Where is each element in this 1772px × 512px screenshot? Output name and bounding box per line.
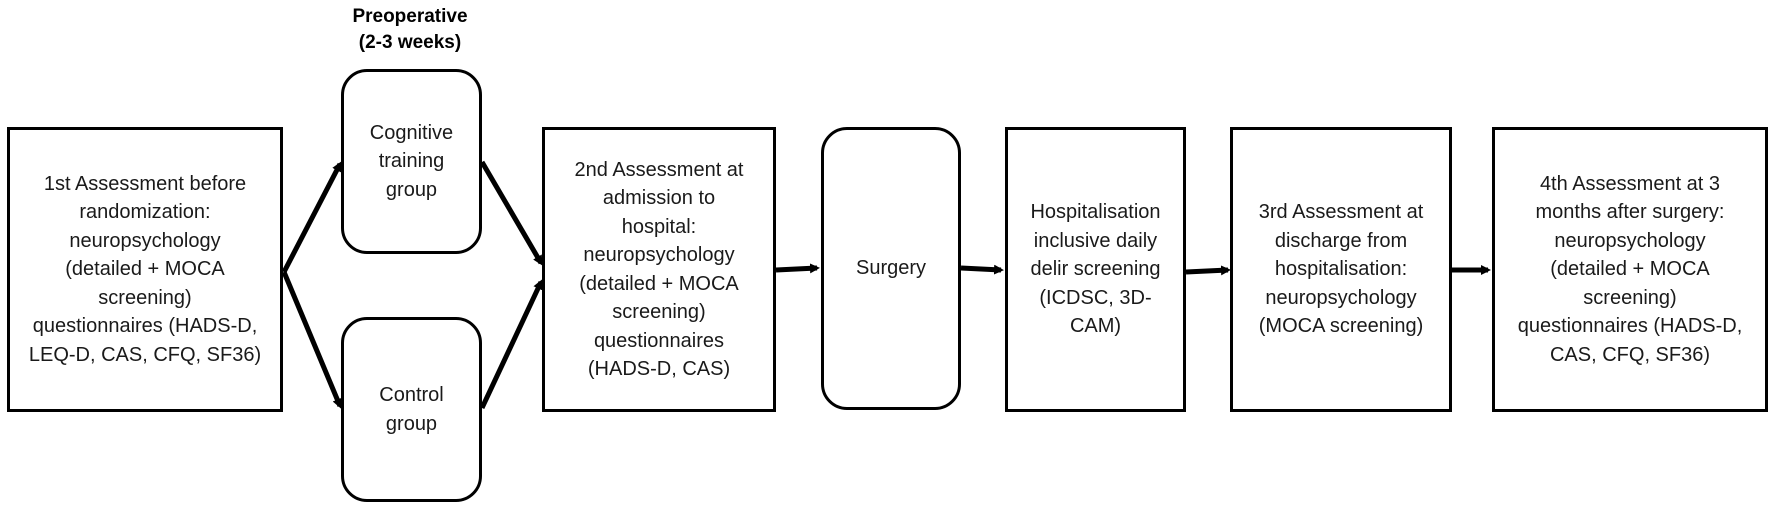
text-line: screening) bbox=[1583, 286, 1677, 309]
text-line: 3rd Assessment at bbox=[1258, 201, 1424, 224]
assessment-1-box: 1st Assessment before randomization: neuro… bbox=[7, 127, 283, 412]
text-line: questionnaires (HADS-D, bbox=[32, 315, 258, 338]
arrow-control-to-a2 bbox=[479, 279, 544, 410]
arrow-a1-to-cognitive bbox=[281, 161, 343, 274]
cognitive-training-group-box: Cognitive training group bbox=[341, 69, 482, 254]
text-line: training bbox=[378, 150, 445, 173]
text-line: group bbox=[385, 178, 438, 201]
hospitalisation-text: Hospitalisation inclusive daily delir scre… bbox=[1030, 198, 1160, 341]
text-line: Control bbox=[379, 384, 444, 406]
text-line: 4th Assessment at 3 bbox=[1539, 172, 1721, 195]
text-line: Hospitalisation bbox=[1030, 201, 1161, 224]
text-line: CAS, CFQ, SF36) bbox=[1549, 343, 1711, 366]
assessment-1-text: 1st Assessment before randomization: neuro… bbox=[29, 170, 261, 370]
assessment-2-box: 2nd Assessment at admission to hospital: ne… bbox=[542, 127, 776, 412]
text-line: hospital: bbox=[621, 215, 697, 238]
assessment-3-box: 3rd Assessment at discharge from hospitali… bbox=[1230, 127, 1452, 412]
text-line: (detailed + MOCA bbox=[65, 258, 225, 281]
arrow-a1-to-control bbox=[281, 271, 343, 409]
preoperative-label: Preoperative bbox=[352, 6, 468, 27]
text-line: (detailed + MOCA bbox=[579, 272, 739, 295]
assessment-2-text: 2nd Assessment at admission to hospital: ne… bbox=[575, 156, 744, 384]
text-line: (MOCA screening) bbox=[1258, 315, 1424, 338]
text-line: neuropsychology bbox=[69, 229, 221, 252]
text-line: screening) bbox=[612, 301, 706, 323]
text-line: 2nd Assessment at bbox=[574, 158, 744, 181]
text-line: discharge from bbox=[1274, 229, 1408, 252]
text-line: CAM) bbox=[1069, 315, 1122, 338]
text-line: group bbox=[385, 412, 438, 435]
preoperative-duration: (2-3 weeks) bbox=[358, 32, 462, 53]
text-line: hospitalisation: bbox=[1274, 258, 1408, 281]
text-line: Surgery bbox=[855, 257, 927, 280]
assessment-3-text: 3rd Assessment at discharge from hospitali… bbox=[1259, 198, 1424, 341]
arrow-hosp-to-a3 bbox=[1185, 265, 1231, 276]
assessment-4-text: 4th Assessment at 3 months after surgery:… bbox=[1518, 170, 1743, 370]
text-line: questionnaires bbox=[593, 329, 725, 352]
text-line: admission to bbox=[602, 187, 716, 209]
text-line: (ICDSC, 3D- bbox=[1039, 286, 1152, 309]
cognitive-training-text: Cognitive training group bbox=[370, 119, 453, 205]
text-line: LEQ-D, CAS, CFQ, SF36) bbox=[28, 343, 262, 366]
text-line: (detailed + MOCA bbox=[1550, 258, 1710, 281]
arrow-a2-to-surgery bbox=[775, 263, 820, 274]
text-line: months after surgery: bbox=[1535, 201, 1725, 224]
text-line: questionnaires (HADS-D, bbox=[1517, 315, 1743, 338]
preoperative-header: Preoperative (2-3 weeks) bbox=[335, 4, 485, 56]
hospitalisation-box: Hospitalisation inclusive daily delir scre… bbox=[1005, 127, 1186, 412]
text-line: inclusive daily bbox=[1033, 229, 1158, 252]
text-line: 1st Assessment before bbox=[43, 172, 247, 195]
text-line: delir screening bbox=[1030, 258, 1161, 281]
text-line: (HADS-D, CAS) bbox=[587, 358, 731, 380]
surgery-text: Surgery bbox=[856, 254, 926, 283]
surgery-box: Surgery bbox=[821, 127, 961, 410]
assessment-4-box: 4th Assessment at 3 months after surgery:… bbox=[1492, 127, 1768, 412]
control-group-text: Control group bbox=[379, 381, 443, 438]
text-line: Cognitive bbox=[369, 121, 454, 144]
text-line: neuropsychology bbox=[1265, 286, 1417, 309]
text-line: screening) bbox=[98, 286, 192, 309]
arrow-cognitive-to-a2 bbox=[479, 160, 544, 266]
control-group-box: Control group bbox=[341, 317, 482, 502]
text-line: neuropsychology bbox=[583, 244, 735, 266]
text-line: randomization: bbox=[79, 201, 211, 224]
text-line: neuropsychology bbox=[1554, 229, 1706, 252]
arrow-surgery-to-hosp bbox=[960, 264, 1004, 275]
